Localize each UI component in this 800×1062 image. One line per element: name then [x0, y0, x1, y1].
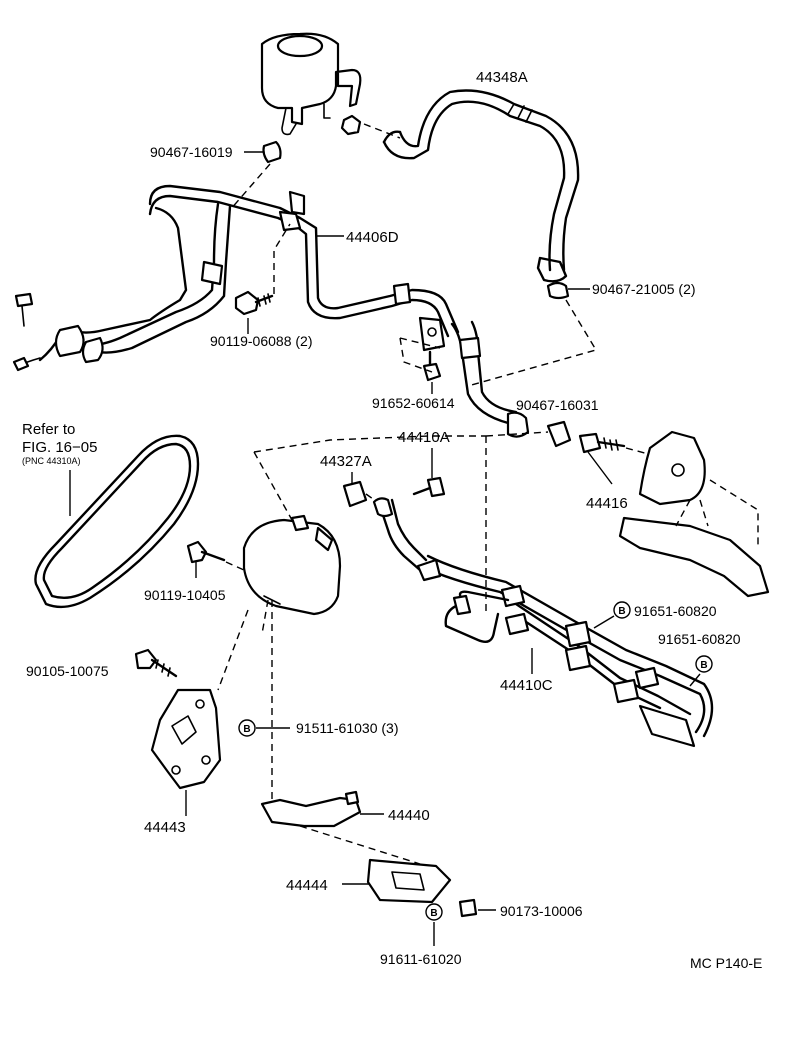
label-44440: 44440	[388, 807, 430, 824]
label-91511-61030: 91511-61030 (3)	[296, 720, 398, 736]
label-90105-10075: 90105-10075	[26, 663, 109, 679]
bolt-90119-10405	[186, 540, 226, 564]
left-hose-bundle	[12, 202, 232, 372]
bracket-91652-60614	[418, 316, 446, 382]
b-mark-91651-a: B	[613, 601, 631, 619]
label-44443: 44443	[144, 819, 186, 836]
b-mark-91611: B	[425, 903, 443, 921]
bolt-left	[14, 292, 34, 327]
return-tube-44410C	[372, 497, 714, 748]
bracket-44440	[260, 790, 362, 828]
label-90467-21005: 90467-21005 (2)	[592, 281, 696, 297]
bolt-90119-06088	[234, 290, 274, 316]
power-steering-pump	[242, 514, 342, 616]
label-44327A: 44327A	[320, 453, 372, 470]
refer-line-1: Refer to	[22, 421, 75, 438]
svg-text:B: B	[430, 908, 437, 919]
b-mark-91651-b: B	[695, 655, 713, 673]
bolt-90105-10075	[134, 648, 178, 678]
union-bolt-44416	[578, 432, 626, 454]
refer-line-3: (PNC 44310A)	[22, 456, 81, 466]
label-44406D: 44406D	[346, 229, 399, 246]
bracket-44327A	[342, 480, 368, 508]
label-90119-06088: 90119-06088 (2)	[210, 333, 312, 349]
label-44410C: 44410C	[500, 677, 553, 694]
figure-code: MC P140-E	[690, 955, 762, 971]
label-44410A: 44410A	[398, 429, 450, 446]
bolt-44410A	[412, 476, 446, 498]
steering-gear-housing	[618, 430, 770, 598]
bracket-44443	[150, 688, 222, 790]
label-91611-61020: 91611-61020	[380, 951, 462, 967]
clamp-90467-16019	[262, 140, 282, 164]
label-91651-60820-a: 91651-60820	[634, 603, 717, 619]
union-90467-16031	[546, 420, 572, 448]
svg-text:B: B	[700, 660, 707, 671]
nut-90173-10006	[458, 898, 478, 918]
label-90467-16031: 90467-16031	[516, 397, 599, 413]
v-belt	[34, 434, 200, 609]
clamp-90467-21005	[546, 281, 570, 300]
return-hose-44348A	[382, 89, 580, 283]
label-90467-16019: 90467-16019	[150, 144, 233, 160]
label-91651-60820-b: 91651-60820	[658, 631, 741, 647]
label-90173-10006: 90173-10006	[500, 903, 583, 919]
pressure-hose-vertical	[450, 320, 530, 438]
label-91652-60614: 91652-60614	[372, 395, 455, 411]
reservoir-tank	[260, 32, 362, 136]
b-mark-91511: B	[238, 719, 256, 737]
svg-text:B: B	[618, 606, 625, 617]
label-90119-10405: 90119-10405	[144, 587, 226, 603]
svg-text:B: B	[243, 724, 250, 735]
bracket-44444	[366, 858, 452, 904]
nipple-clamp	[340, 114, 362, 136]
label-44416: 44416	[586, 495, 628, 512]
refer-line-2: FIG. 16−05	[22, 439, 97, 456]
pressure-tube-44406D	[148, 184, 460, 338]
label-44444: 44444	[286, 877, 328, 894]
label-44348A: 44348A	[476, 69, 528, 86]
